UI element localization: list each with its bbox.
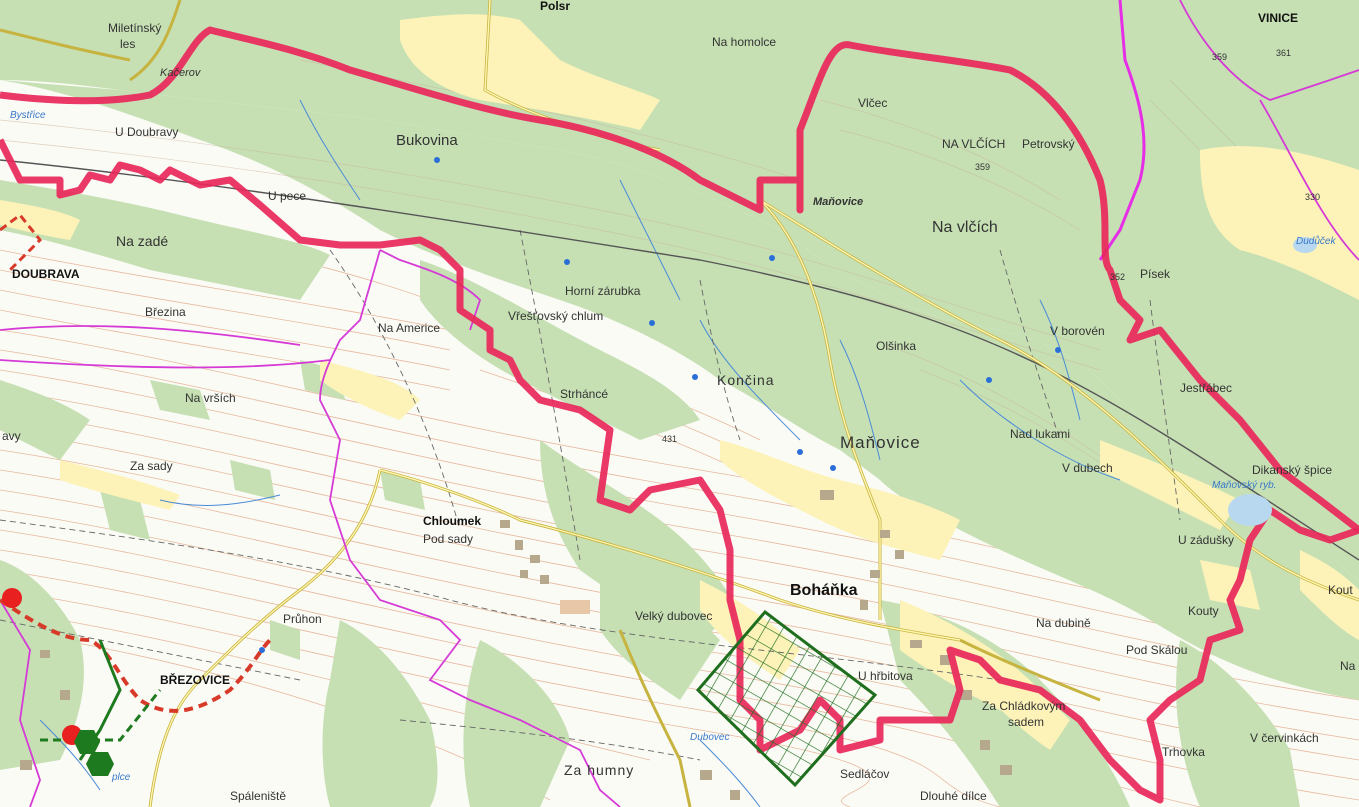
- label-u-pece: U pece: [268, 189, 306, 203]
- label-za-chladkovym-1: Za Chládkovým: [982, 699, 1065, 713]
- label-na-vlcich-caps: NA VLČÍCH: [942, 136, 1005, 151]
- label-bohanka: Boháňka: [790, 582, 858, 599]
- label-na-homolce: Na homolce: [712, 35, 776, 49]
- label-petrovsky: Petrovský: [1022, 137, 1075, 151]
- label-manovice-small: Maňovice: [813, 196, 863, 208]
- label-bystrice: Bystřice: [10, 110, 46, 121]
- label-pod-skalou: Pod Skálou: [1126, 643, 1187, 657]
- label-duducek: Dudůček: [1296, 235, 1336, 247]
- label-vresovsky-chlum: Vřešťovský chlum: [508, 309, 603, 323]
- label-pisek: Písek: [1140, 267, 1171, 281]
- label-plce: plce: [111, 772, 131, 783]
- label-pruhon: Průhon: [283, 612, 322, 626]
- label-za-humny: Za humny: [564, 762, 634, 778]
- label-kout: Kout: [1328, 583, 1353, 597]
- label-brezovice: BŘEZOVICE: [160, 672, 230, 687]
- label-miletinsky: Miletínský: [108, 21, 161, 35]
- label-na-vrsich: Na vrších: [185, 391, 236, 405]
- label-za-sady: Za sady: [130, 459, 173, 473]
- label-strhance: Strháncé: [560, 387, 608, 401]
- label-koncina: Končina: [717, 372, 775, 388]
- label-velky-dubovec: Velký dubovec: [635, 609, 712, 623]
- pond-duducek: [1293, 237, 1317, 253]
- label-dikansky-spice: Dikanský špice: [1252, 463, 1332, 477]
- label-brezina: Březina: [145, 305, 186, 319]
- label-height-330: 330: [1305, 192, 1320, 202]
- label-kacerov: Kačerov: [160, 67, 202, 79]
- pond-manovsky: [1228, 494, 1272, 526]
- springs: [259, 157, 1061, 653]
- label-na-vlcich: Na vlčích: [932, 219, 998, 236]
- label-height-359b: 359: [1212, 52, 1227, 62]
- label-manovsky-ryb: Maňovský ryb.: [1212, 480, 1276, 491]
- label-bukovina: Bukovina: [396, 132, 458, 149]
- label-chloumek: Chloumek: [423, 514, 481, 528]
- route-marker-green-2: [86, 752, 114, 776]
- label-vinice: VINICE: [1258, 11, 1298, 25]
- protected-area-boundary-north: [0, 26, 1359, 533]
- label-spaleniste: Spáleniště: [230, 789, 286, 803]
- label-horni-zarubka: Horní zárubka: [565, 284, 641, 298]
- label-v-cervinkach: V červinkách: [1250, 731, 1319, 745]
- label-height-359a: 359: [975, 162, 990, 172]
- label-dlouhe-dilce: Dlouhé dílce: [920, 789, 987, 803]
- label-za-chladkovym-2: sadem: [1008, 715, 1044, 729]
- label-avy: avy: [2, 429, 21, 443]
- label-v-dubech: V dubech: [1062, 461, 1113, 475]
- label-u-hrbitova: U hřbitova: [858, 669, 913, 683]
- label-pod-sady: Pod sady: [423, 532, 473, 546]
- label-vlcec: Vlčec: [858, 96, 887, 110]
- label-manovice-big: Maňovice: [840, 433, 921, 452]
- hatched-area: [695, 609, 878, 788]
- label-polsr: Polsr: [540, 0, 570, 13]
- meadow-areas: [0, 14, 1359, 750]
- label-height-361: 361: [1276, 48, 1291, 58]
- label-olsinka: Olšinka: [876, 339, 916, 353]
- label-na: Na: [1340, 659, 1356, 673]
- label-jestrabec: Jestřábec: [1180, 381, 1232, 395]
- streams: [39, 99, 1121, 807]
- label-u-zadusky: U zádušky: [1178, 533, 1234, 547]
- label-doubrava: DOUBRAVA: [12, 267, 80, 281]
- label-kouty: Kouty: [1188, 604, 1219, 618]
- label-v-boroven: V borovén: [1050, 324, 1105, 338]
- railway-line: [0, 159, 1359, 561]
- label-na-zade: Na zadé: [116, 233, 168, 249]
- label-trhovka: Trhovka: [1162, 745, 1205, 759]
- routes: [0, 212, 272, 776]
- label-u-doubravy: U Doubravy: [115, 125, 178, 139]
- label-les: les: [120, 37, 135, 51]
- label-nad-lukami: Nad lukami: [1010, 427, 1070, 441]
- route-marker-green-1: [74, 730, 100, 754]
- label-dubovec: Dubovec: [690, 732, 729, 743]
- label-sedlacov: Sedláčov: [840, 767, 889, 781]
- label-height-352: 352: [1110, 272, 1125, 282]
- label-na-dubine: Na dubině: [1036, 616, 1091, 630]
- label-height-431: 431: [662, 434, 677, 444]
- label-na-americe: Na Americe: [378, 321, 440, 335]
- protected-area-boundary-west: [0, 138, 1359, 804]
- village-buildings: [20, 490, 1012, 800]
- route-marker-red-1: [2, 588, 22, 608]
